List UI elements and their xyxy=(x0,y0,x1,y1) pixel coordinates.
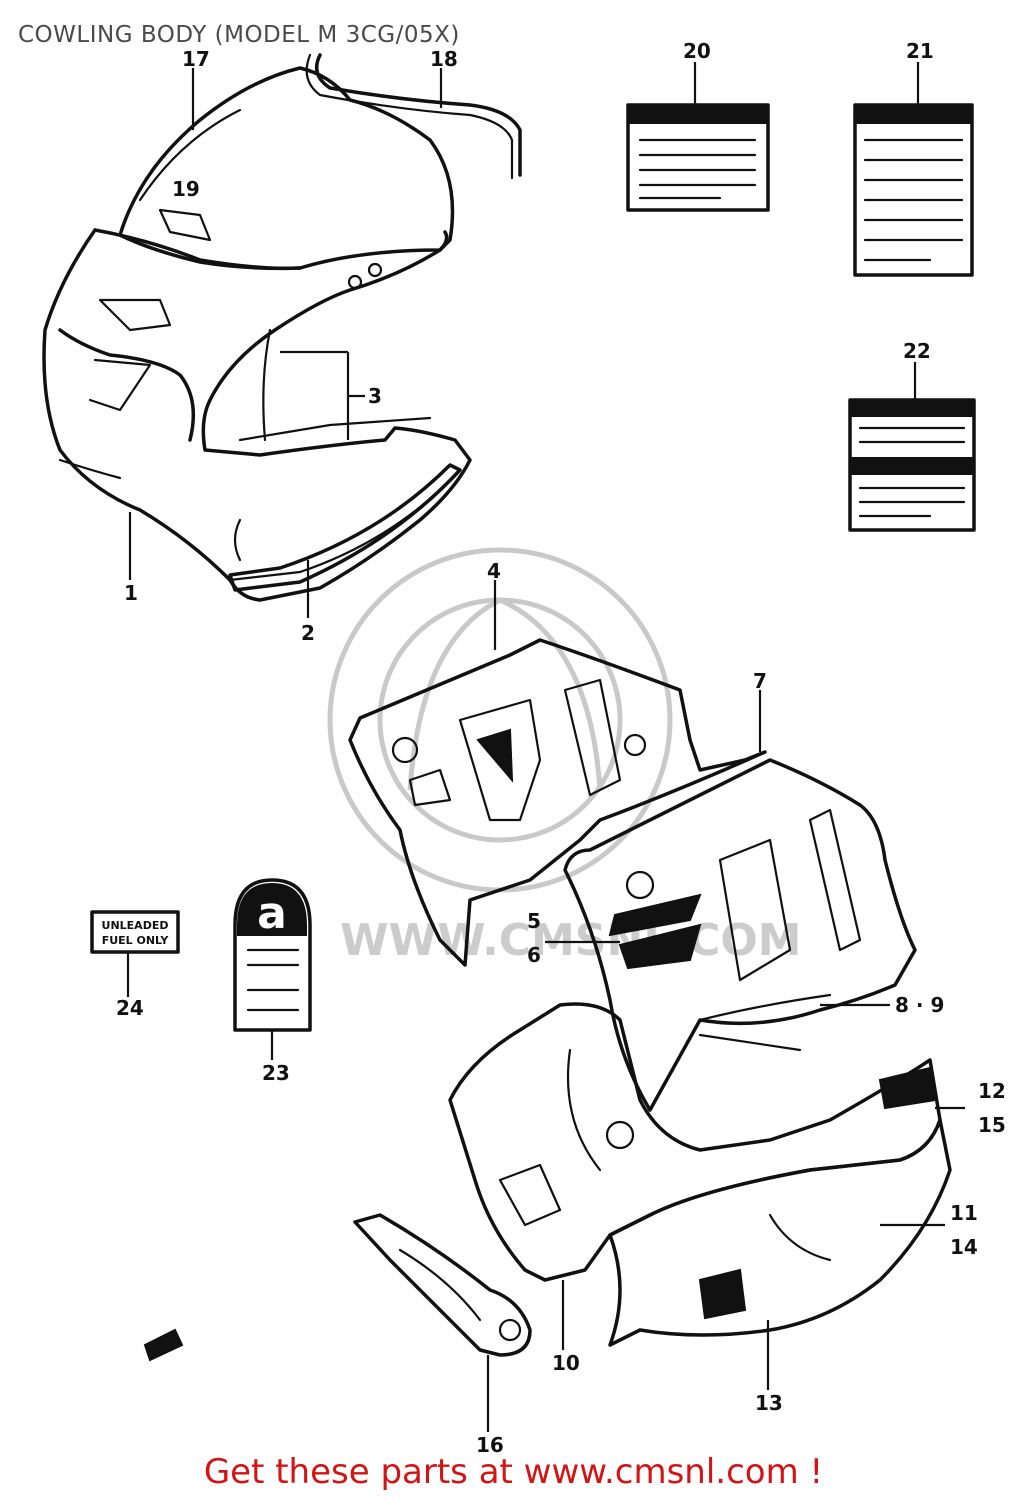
upper-cowling-part-1 xyxy=(42,228,472,602)
label-18: 18 xyxy=(430,47,458,71)
trim-strip-part-18 xyxy=(305,53,522,180)
label-6: 6 xyxy=(527,943,541,967)
label-10: 10 xyxy=(552,1351,580,1375)
sticker-part-24: UNLEADED FUEL ONLY xyxy=(90,910,180,954)
sticker-part-20 xyxy=(626,103,770,212)
label-5: 5 xyxy=(527,909,541,933)
inner-panel-part-4 xyxy=(348,638,767,967)
label-2: 2 xyxy=(301,621,315,645)
label-15: 15 xyxy=(978,1113,1006,1137)
fuel-label-line2: FUEL ONLY xyxy=(102,934,170,947)
sticker-part-23: a xyxy=(233,878,312,1032)
part-labels: 17 18 19 20 21 22 3 1 2 4 7 5 6 8 · 9 24… xyxy=(116,39,1006,1457)
footer-link[interactable]: Get these parts at www.cmsnl.com ! xyxy=(203,1452,824,1492)
label-3: 3 xyxy=(368,384,382,408)
strip-part-2 xyxy=(228,463,462,592)
label-13: 13 xyxy=(755,1391,783,1415)
label-4: 4 xyxy=(487,559,501,583)
label-22: 22 xyxy=(903,339,931,363)
label-17: 17 xyxy=(182,47,210,71)
small-badge xyxy=(143,1328,184,1362)
label-24: 24 xyxy=(116,996,144,1020)
label-11: 11 xyxy=(950,1201,978,1225)
windscreen-part-17 xyxy=(118,66,455,271)
fuel-label-line1: UNLEADED xyxy=(102,919,169,932)
label-19: 19 xyxy=(172,177,200,201)
label-1: 1 xyxy=(124,581,138,605)
label-12: 12 xyxy=(978,1079,1006,1103)
label-8-9: 8 · 9 xyxy=(895,993,944,1017)
emblem-letter: a xyxy=(257,888,287,939)
label-14: 14 xyxy=(950,1235,978,1259)
small-panel-part-16 xyxy=(353,1213,532,1357)
leader-lines xyxy=(126,62,965,1432)
watermark-text: WWW.CMSNL.COM xyxy=(340,915,802,966)
side-panel-part-7 xyxy=(563,758,917,1112)
lower-cowl-part-10 xyxy=(448,1002,942,1282)
sticker-part-21 xyxy=(853,103,974,277)
watermark-logo: WWW.CMSNL.COM xyxy=(327,547,802,966)
page-title: COWLING BODY (MODEL M 3CG/05X) xyxy=(18,22,460,48)
sticker-part-22 xyxy=(848,398,976,532)
label-16: 16 xyxy=(476,1433,504,1457)
emblem-part-5-6 xyxy=(608,893,702,970)
label-7: 7 xyxy=(753,669,767,693)
label-21: 21 xyxy=(906,39,934,63)
label-20: 20 xyxy=(683,39,711,63)
label-23: 23 xyxy=(262,1061,290,1085)
lower-cowl-part-13 xyxy=(608,1066,952,1347)
